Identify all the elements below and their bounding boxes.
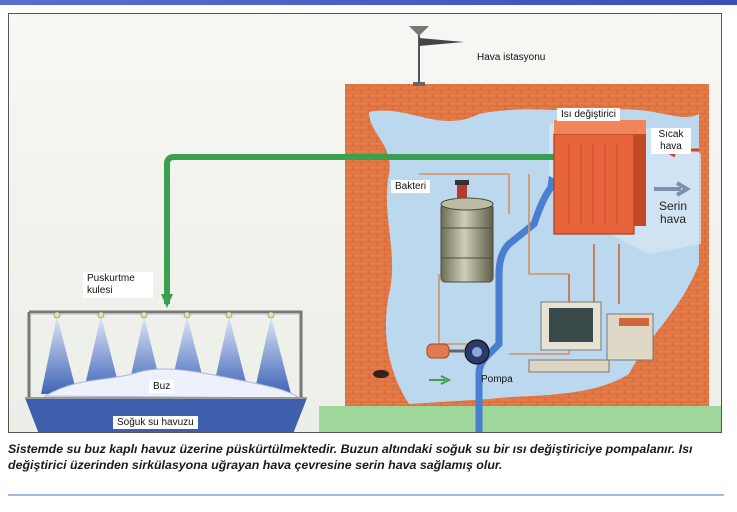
spray-tower-label: Puskurtme kulesi xyxy=(83,272,153,298)
bottom-divider xyxy=(8,494,724,496)
pump-label: Pompa xyxy=(481,374,513,385)
stone-object xyxy=(373,370,389,378)
heat-exchanger-label: Isı değiştirici xyxy=(557,108,621,121)
cool-air-label: Serin hava xyxy=(658,199,687,226)
bacteria-drum xyxy=(440,180,494,283)
weather-station-label: Hava istasyonu xyxy=(477,52,546,63)
weather-station-icon xyxy=(409,26,464,86)
hot-air-label: Sıcak hava xyxy=(651,128,691,154)
computer-unit xyxy=(528,301,654,373)
pump-unit xyxy=(426,339,490,385)
diagram-illustration xyxy=(9,14,721,432)
ice-label: Buz xyxy=(149,380,175,393)
cold-water-pool-label: Soğuk su havuzu xyxy=(113,416,198,429)
blue-supply-pipe xyxy=(475,180,558,432)
spray-tower xyxy=(27,310,303,398)
cold-water-pool xyxy=(25,397,307,432)
green-return-pipe xyxy=(164,154,554,304)
cool-air-arrow xyxy=(654,181,691,197)
bacteria-label: Bakteri xyxy=(391,180,431,193)
ground-strip xyxy=(319,406,721,432)
heat-exchanger-unit xyxy=(553,120,646,235)
diagram-figure: Hava istasyonu Isı değiştirici Sıcak hav… xyxy=(8,13,722,433)
top-color-strip xyxy=(0,0,737,5)
flow-arrow xyxy=(429,375,452,385)
figure-caption: Sistemde su buz kaplı havuz üzerine püsk… xyxy=(8,442,693,472)
